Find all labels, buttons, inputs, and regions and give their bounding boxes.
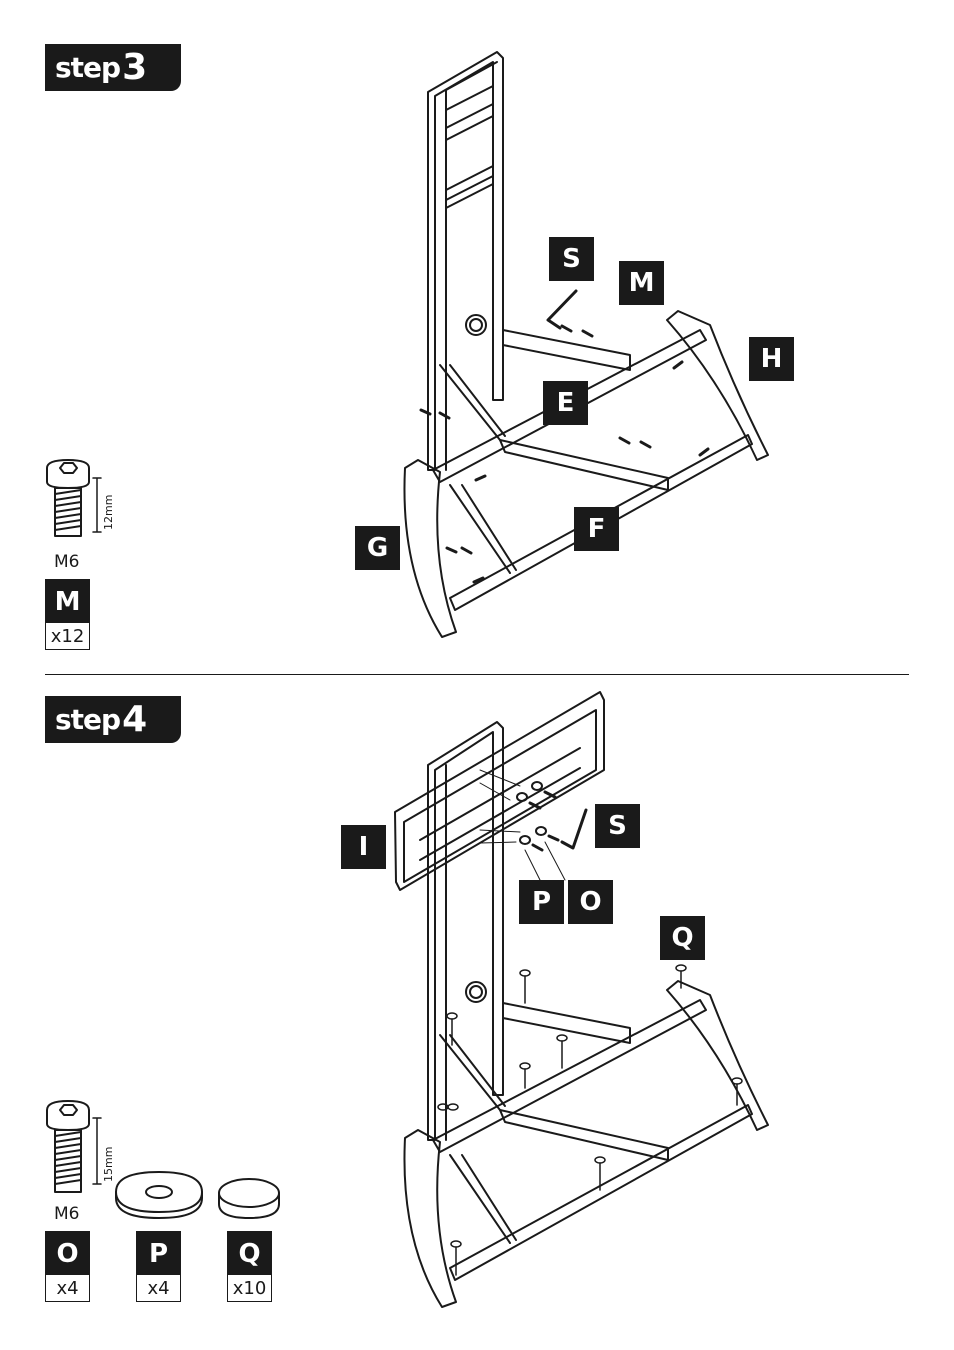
step3-allen-key	[546, 289, 578, 330]
step3-frame-bar-e	[432, 329, 707, 483]
step4-label-o: O	[568, 880, 613, 924]
step4-tv-bracket	[394, 691, 605, 891]
step3-label-m: M	[619, 261, 664, 305]
step3-bolt-size: M6	[54, 552, 80, 572]
step4-stand-drawing	[394, 691, 769, 1308]
step4-upright-column	[427, 721, 504, 1141]
step4-allen-key	[560, 808, 588, 850]
step4-hardware-q-box: Q x10	[227, 1231, 272, 1302]
step3-label-f: F	[574, 507, 619, 551]
step4-label-s: S	[595, 804, 640, 848]
step3-label-s: S	[549, 237, 594, 281]
step4-number: 4	[122, 699, 148, 740]
step4-cap-icon	[218, 1178, 280, 1219]
step4-word: step	[55, 703, 121, 736]
step4-label-i: I	[341, 825, 386, 869]
step4-bolt-icon	[46, 1100, 102, 1193]
step4-bolt-size: M6	[54, 1204, 80, 1224]
step3-hardware-m-box: M x12	[45, 579, 90, 650]
step4-hardware-o-qty: x4	[46, 1275, 89, 1301]
step3-label-g: G	[355, 526, 400, 570]
step4-badge: step 4	[45, 696, 181, 743]
step3-number: 3	[122, 47, 148, 88]
section-divider	[45, 674, 909, 675]
step3-side-panel-h	[666, 310, 769, 461]
step4-washer-icon	[115, 1171, 203, 1219]
step3-label-e: E	[543, 381, 588, 425]
step3-bolt-icon	[46, 459, 102, 537]
step4-hardware-q-qty: x10	[228, 1275, 271, 1301]
step3-word: step	[55, 51, 121, 84]
step4-label-p: P	[519, 880, 564, 924]
step3-frame-bar-f	[449, 434, 753, 611]
step3-badge: step 3	[45, 44, 181, 91]
step4-hardware-q-code: Q	[228, 1232, 271, 1275]
step3-side-panel-g	[403, 459, 457, 638]
step4-hardware-o-box: O x4	[45, 1231, 90, 1302]
step4-hardware-p-qty: x4	[137, 1275, 180, 1301]
step3-stand-drawing	[403, 51, 769, 638]
step4-bolt-length: 15mm	[102, 1146, 115, 1182]
step4-label-q: Q	[660, 916, 705, 960]
step3-upright-column	[427, 51, 504, 471]
step4-hardware-p-code: P	[137, 1232, 180, 1275]
step4-hardware-p-box: P x4	[136, 1231, 181, 1302]
step4-side-panel-left	[403, 1129, 457, 1308]
step3-hardware-code: M	[46, 580, 89, 623]
step4-side-panel-right	[666, 980, 769, 1131]
step3-label-h: H	[749, 337, 794, 381]
step4-hardware-o-code: O	[46, 1232, 89, 1275]
step3-hardware-qty: x12	[46, 623, 89, 649]
step3-bolt-length: 12mm	[102, 494, 115, 530]
